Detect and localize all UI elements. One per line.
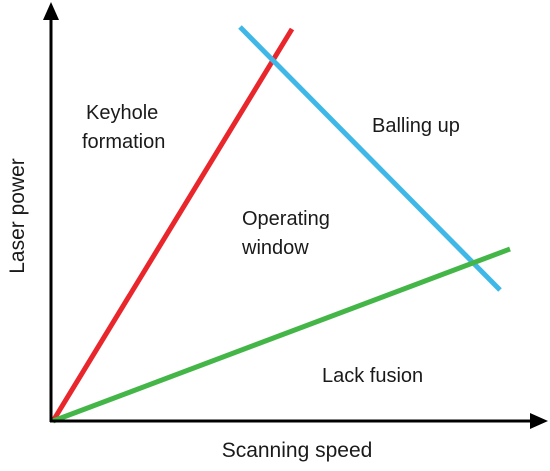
x-axis-arrowhead — [530, 413, 548, 429]
keyhole-boundary-line — [50, 27, 295, 423]
region-label-operating-2: window — [241, 237, 309, 259]
region-label-operating: Operating — [242, 208, 330, 230]
balling-boundary-line — [238, 25, 502, 292]
region-label-lack-fusion: Lack fusion — [322, 365, 423, 387]
lack-fusion-boundary-line — [52, 246, 511, 424]
region-label-balling: Balling up — [372, 115, 460, 137]
region-label-keyhole-2: formation — [82, 131, 165, 153]
region-label-keyhole: Keyhole — [86, 102, 158, 124]
y-axis-label: Laser power — [6, 158, 29, 274]
x-axis-label: Scanning speed — [222, 439, 373, 462]
y-axis-arrowhead — [43, 2, 59, 20]
